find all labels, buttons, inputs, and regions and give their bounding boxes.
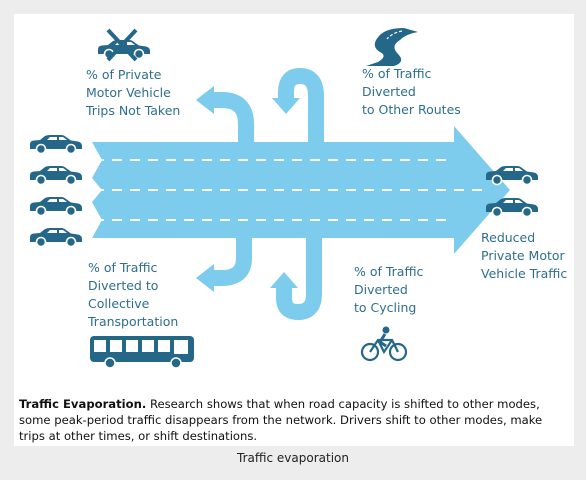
branch-other-routes bbox=[272, 67, 324, 142]
bus-icon bbox=[90, 336, 194, 369]
car-icon bbox=[485, 165, 539, 186]
car-icon bbox=[29, 227, 83, 248]
figure-caption: Traffic Evaporation. Research shows that… bbox=[19, 396, 569, 444]
car-icon bbox=[29, 134, 83, 155]
bicycle-icon bbox=[360, 326, 408, 362]
car-icon bbox=[29, 196, 83, 217]
label-reduced-traffic: Reduced Private Motor Vehicle Traffic bbox=[481, 230, 568, 281]
traffic-flow-diagram bbox=[29, 28, 539, 369]
branch-cycling bbox=[270, 238, 322, 321]
branch-collective bbox=[196, 238, 252, 292]
branch-trips-not-taken bbox=[196, 86, 254, 142]
label-other-routes: % of Traffic Diverted to Other Routes bbox=[362, 66, 461, 117]
car-icon bbox=[29, 165, 83, 186]
label-trips-not-taken: % of Private Motor Vehicle Trips Not Tak… bbox=[86, 67, 181, 118]
main-flow-arrow bbox=[92, 126, 510, 254]
label-collective: % of Traffic Diverted to Collective Tran… bbox=[88, 260, 179, 329]
winding-road-icon bbox=[366, 28, 418, 66]
label-cycling: % of Traffic Diverted to Cycling bbox=[354, 264, 424, 315]
caption-title: Traffic Evaporation. bbox=[19, 397, 147, 411]
caption-body: Research shows that when road capacity i… bbox=[19, 397, 543, 443]
figure-footer: Traffic evaporation bbox=[237, 451, 349, 465]
car-crossed-icon bbox=[97, 28, 151, 62]
diagram-figure: % of Private Motor Vehicle Trips Not Tak… bbox=[14, 14, 574, 446]
